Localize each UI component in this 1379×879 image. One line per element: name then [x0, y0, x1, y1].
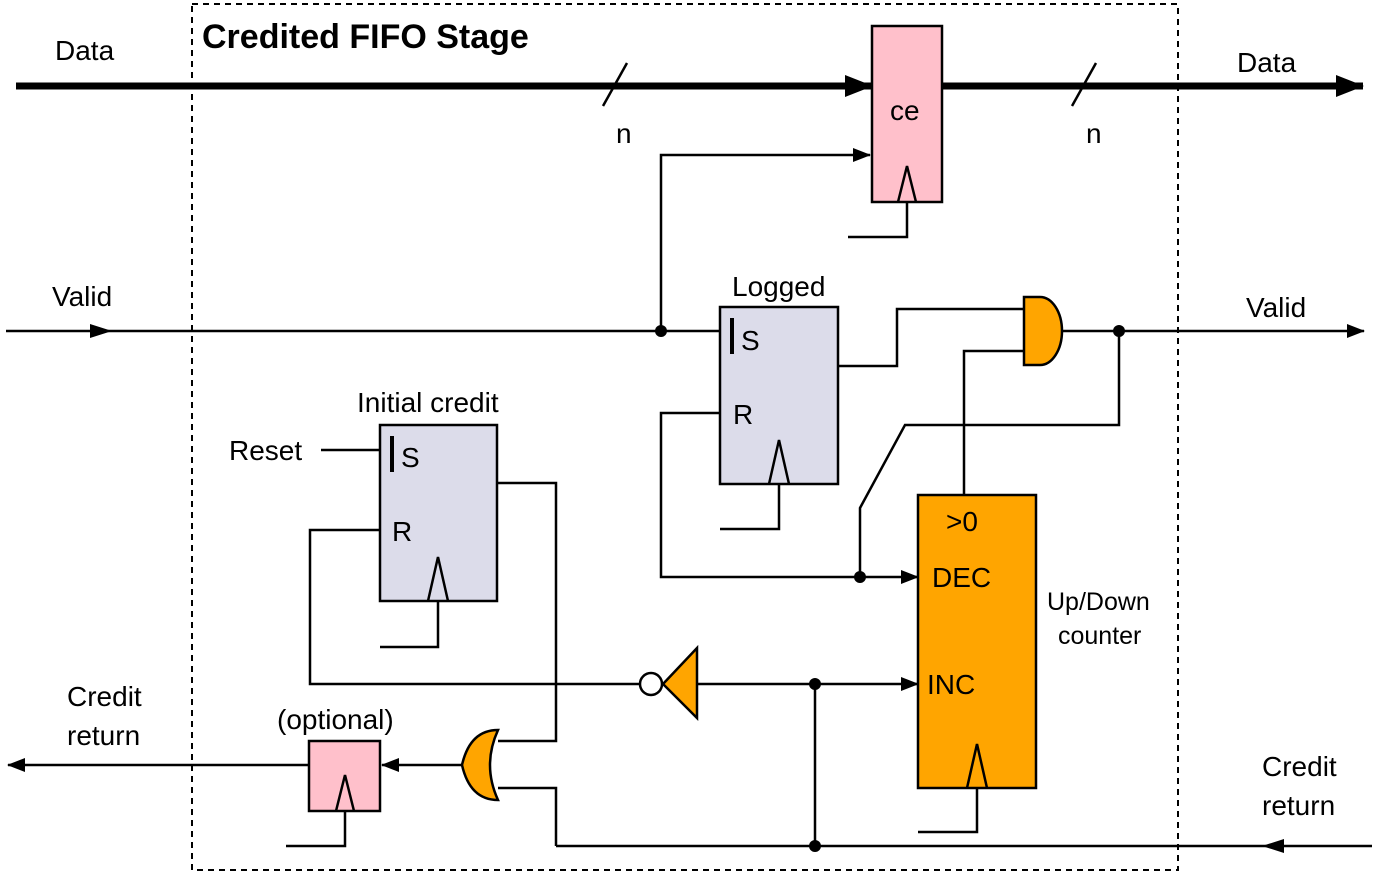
counter-gt-zero-label: >0: [946, 506, 978, 537]
dec-junction: [854, 571, 866, 583]
bus-width-slash-left: [601, 62, 629, 107]
logged-reset-dec-wire: [659, 411, 919, 584]
data-register-clock-wire: [848, 202, 909, 239]
counter-clock-icon: [965, 743, 989, 789]
credit-return-in-label-line1: Credit: [1262, 751, 1337, 782]
initial-credit-reset-label: R: [392, 516, 412, 547]
and-gate: [1022, 295, 1064, 367]
counter-title-line1: Up/Down: [1047, 588, 1150, 616]
counter-gt0-to-and-wire: [962, 349, 1024, 495]
up-down-counter: [916, 493, 1038, 790]
bus-width-left-label: n: [616, 118, 632, 149]
optional-flop-title: (optional): [277, 704, 394, 735]
credit-bus-to-or-wire: [498, 786, 558, 846]
initial-credit-flop-title: Initial credit: [357, 387, 499, 418]
bus-width-slash-right: [1070, 62, 1098, 107]
logged-flop-clock-wire: [720, 484, 781, 531]
or-gate: [460, 728, 500, 802]
bus-width-right-label: n: [1086, 118, 1102, 149]
initial-credit-clock-wire: [380, 601, 440, 649]
stage-title: Credited FIFO Stage: [202, 18, 529, 56]
data-out-label: Data: [1237, 47, 1297, 78]
logged-flop-title: Logged: [732, 271, 825, 302]
valid-in-label: Valid: [52, 281, 112, 312]
counter-inc-label: INC: [927, 669, 975, 700]
logged-flop: [718, 305, 840, 486]
optional-flop-clock-icon: [334, 774, 356, 812]
optional-flop-clock-wire: [286, 811, 347, 848]
credit-return-in-arrow: [1262, 839, 1284, 853]
inverter: [661, 644, 699, 722]
data-in-label: Data: [55, 35, 115, 66]
credit-return-out-label-line2: return: [67, 720, 140, 751]
logged-q-to-and-wire: [838, 307, 1024, 368]
valid-out-to-dec-wire: [858, 331, 1121, 577]
reset-input-label: Reset: [229, 435, 302, 466]
inverter-bubble: [638, 671, 664, 697]
valid-in-arrow: [90, 324, 112, 338]
data-register-clock-icon: [896, 165, 918, 203]
initial-credit-set-label: S: [401, 442, 420, 473]
credit-return-in-label-line2: return: [1262, 790, 1335, 821]
initial-credit-flop: [378, 423, 499, 603]
initial-q-to-or-wire: [497, 481, 558, 743]
valid-out-label: Valid: [1246, 292, 1306, 323]
counter-title-line2: counter: [1058, 622, 1141, 650]
counter-clock-wire: [918, 788, 979, 834]
credit-return-out-label-line1: Credit: [67, 681, 142, 712]
initial-credit-clock-icon: [426, 556, 450, 602]
data-register-ce-label: ce: [890, 95, 920, 126]
inverter-to-initial-reset-wire: [308, 528, 640, 686]
logged-flop-clock-icon: [767, 439, 791, 485]
logged-flop-reset-label: R: [733, 399, 753, 430]
counter-dec-label: DEC: [932, 562, 991, 593]
logged-flop-set-label: S: [741, 325, 760, 356]
stage-boundary: [191, 3, 1179, 871]
data-register: [870, 24, 944, 204]
valid-to-ce-wire: [659, 148, 871, 331]
